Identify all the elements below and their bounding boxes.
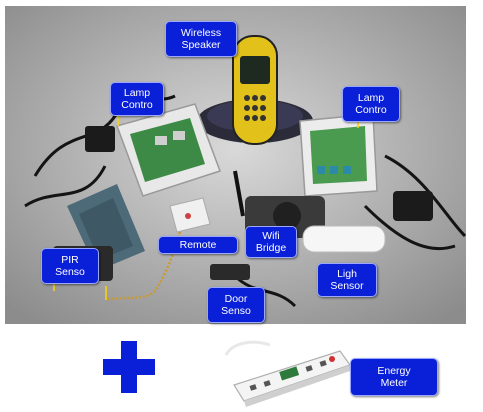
energy-meter-label: Energy Meter [350, 358, 438, 396]
power-strip-image [224, 340, 351, 407]
pir-sensor-label: PIR Senso [41, 248, 99, 284]
light-sensor-label: Ligh Sensor [317, 263, 377, 297]
wifi-bridge-label: Wifi Bridge [245, 226, 297, 258]
door-sensor-label: Door Senso [207, 287, 265, 323]
lamp-control-right-label: Lamp Contro [342, 86, 400, 122]
lamp-control-left-label: Lamp Contro [110, 82, 164, 116]
plus-icon [103, 341, 155, 393]
wireless-speaker-label: Wireless Speaker [165, 21, 237, 57]
remote-label: Remote [158, 236, 238, 254]
